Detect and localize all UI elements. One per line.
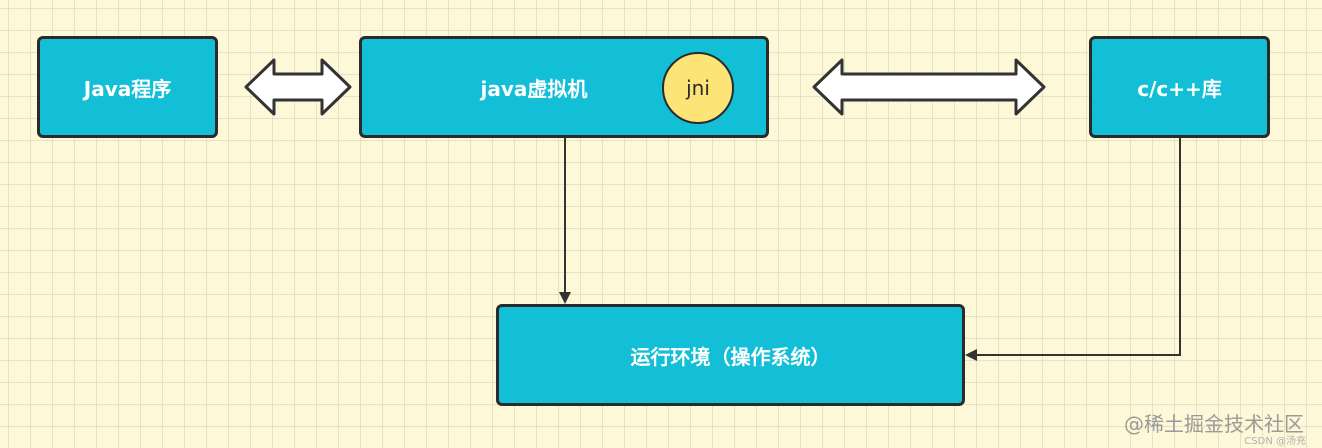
watermark: @稀土掘金技术社区 — [1124, 412, 1304, 436]
jni-label: jni — [686, 76, 710, 100]
arrow-clib-runtime — [965, 138, 1181, 361]
java-program-label: Java程序 — [83, 76, 172, 101]
jni-node[interactable]: jni — [662, 52, 734, 124]
jvm-label: java虚拟机 — [480, 76, 588, 101]
runtime-label: 运行环境（操作系统） — [630, 344, 831, 369]
double-arrow-java-jvm — [244, 58, 352, 116]
watermark-sub: CSDN @汤充 — [1244, 436, 1306, 447]
runtime-node[interactable]: 运行环境（操作系统） — [496, 304, 965, 406]
double-arrow-jvm-clib — [812, 58, 1046, 116]
c-library-node[interactable]: c/c++库 — [1089, 36, 1270, 138]
c-library-label: c/c++库 — [1137, 76, 1222, 101]
java-program-node[interactable]: Java程序 — [37, 36, 218, 138]
